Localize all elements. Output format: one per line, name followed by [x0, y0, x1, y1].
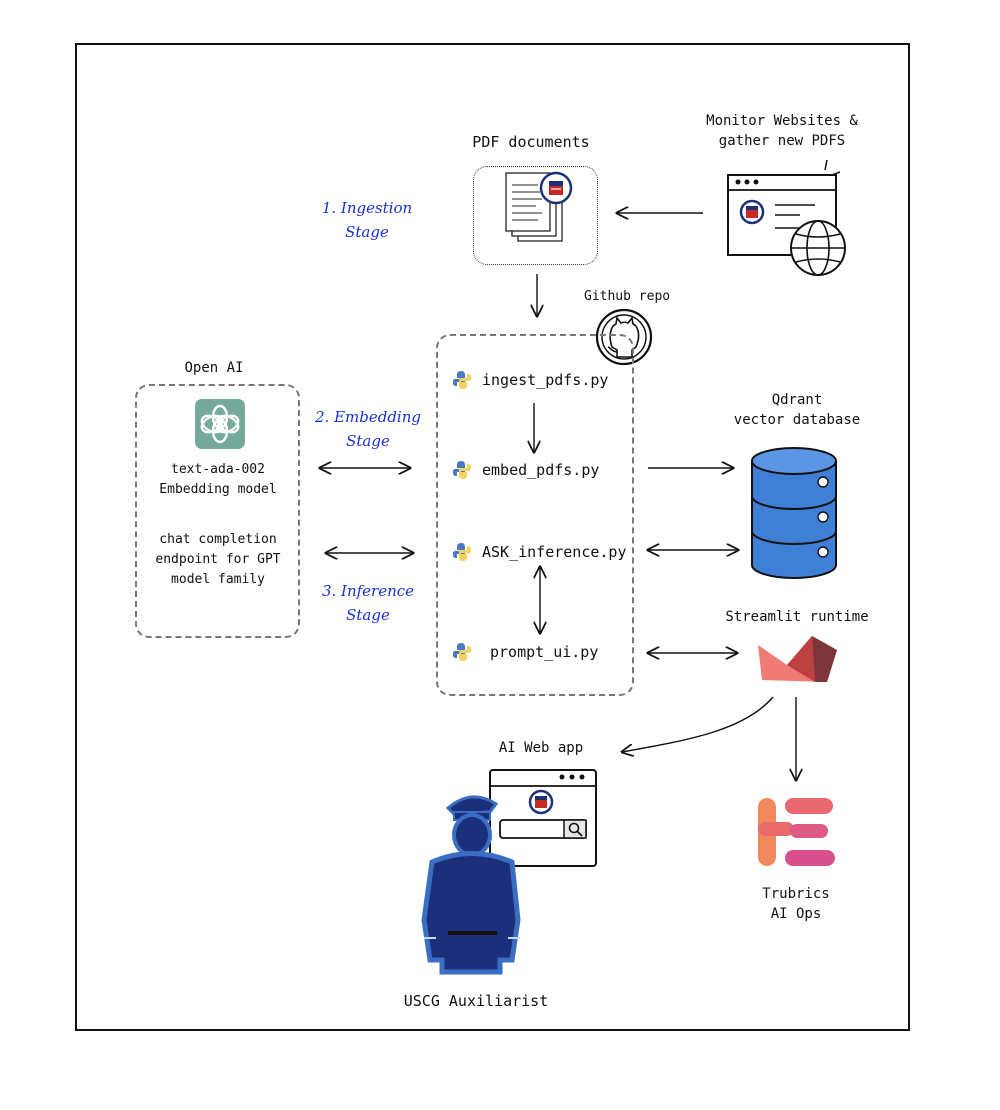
- web-app-label: AI Web app: [498, 740, 584, 756]
- trubrics-label: Trubrics AI Ops: [762, 886, 830, 922]
- streamlit-label: Streamlit runtime: [725, 609, 869, 625]
- file-name: embed_pdfs.py: [482, 461, 600, 479]
- python-icon: [453, 461, 471, 479]
- python-icon: [453, 643, 471, 661]
- file-ingest-pdfs: ingest_pdfs.py: [452, 370, 608, 390]
- ingestion-stage-label: 1. Ingestion Stage: [321, 199, 413, 241]
- openai-box: [135, 384, 300, 638]
- pdf-documents-box: [473, 166, 598, 265]
- file-name: prompt_ui.py: [490, 643, 599, 661]
- open-ai-label: Open AI: [184, 360, 244, 376]
- github-repo-label: Github repo: [584, 289, 671, 304]
- file-name: ASK_inference.py: [482, 543, 627, 561]
- python-icon: [453, 371, 471, 389]
- auxiliarist-label: USCG Auxiliarist: [403, 992, 549, 1010]
- github-repo-box: [436, 334, 634, 696]
- monitor-websites-label: Monitor Websites & gather new PDFS: [706, 113, 858, 149]
- file-prompt-ui: prompt_ui.py: [452, 642, 598, 662]
- diagram-frame: [75, 43, 910, 1031]
- file-name: ingest_pdfs.py: [482, 371, 609, 389]
- python-icon: [453, 543, 471, 561]
- embedding-model-label: text-ada-002 Embedding model: [159, 462, 277, 497]
- pdf-documents-label: PDF documents: [472, 133, 590, 151]
- inference-stage-label: 3. Inference Stage: [321, 582, 415, 624]
- qdrant-label: Qdrant vector database: [733, 392, 861, 428]
- embedding-stage-label: 2. Embedding Stage: [315, 408, 421, 450]
- file-embed-pdfs: embed_pdfs.py: [452, 460, 599, 480]
- chat-completion-label: chat completion endpoint for GPT model f…: [155, 532, 281, 587]
- file-ask-inference: ASK_inference.py: [452, 542, 627, 562]
